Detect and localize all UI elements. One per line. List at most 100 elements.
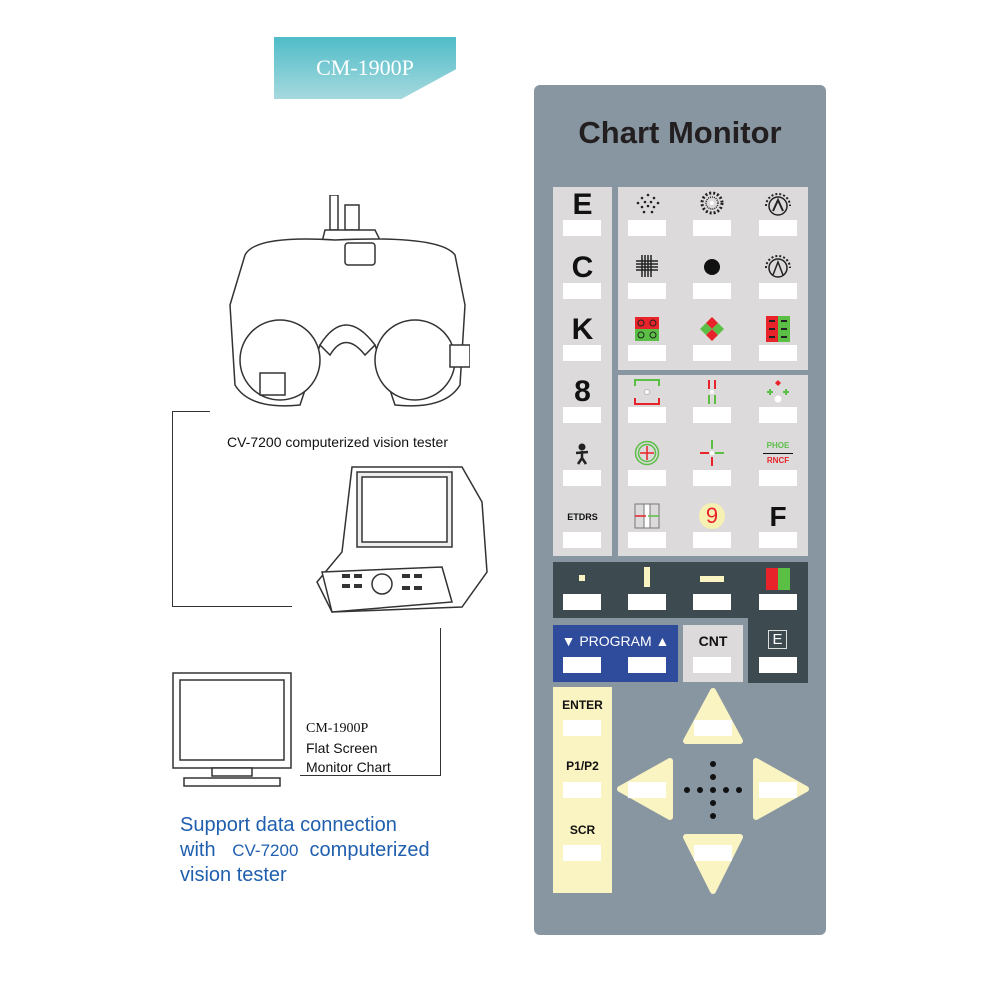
key-red-green-numbers[interactable] [759, 345, 797, 361]
vertical-lines-icon [708, 380, 716, 404]
astigmatism-dial-a-icon [765, 193, 791, 216]
program-down-button[interactable] [563, 657, 601, 673]
key-diamond-numbers[interactable] [693, 345, 731, 361]
fixation-box-icon [634, 379, 660, 405]
optotype-8-label: 8 [574, 375, 591, 408]
key-worth-dots[interactable] [759, 407, 797, 423]
optotype-column [553, 187, 612, 556]
child-figure-icon [575, 443, 589, 465]
optotype-c-label: C [571, 251, 594, 284]
etdrs-label: ETDRS [567, 512, 598, 522]
diamond-numbers-icon [700, 317, 724, 341]
key-astigmatism-a[interactable] [759, 220, 797, 236]
panel-title: Chart Monitor [578, 115, 782, 150]
key-number-nine[interactable] [693, 532, 731, 548]
monitor-caption-line2: Flat Screen [306, 740, 378, 756]
support-with: with [180, 839, 216, 861]
key-clock-dial[interactable] [693, 220, 731, 236]
key-k[interactable] [563, 345, 601, 361]
connector-line [172, 411, 173, 607]
program-up-button[interactable] [628, 657, 666, 673]
down-button[interactable] [694, 845, 732, 861]
astigmatism-dial-b-icon [765, 255, 791, 278]
support-text: Support data connection with CV-7200 com… [180, 813, 430, 888]
binocular-balance-icon [634, 503, 660, 529]
key-fixation-box[interactable] [628, 407, 666, 423]
rncf-label: RNCF [766, 456, 790, 465]
dot-icon [704, 259, 720, 275]
connector-line [172, 411, 210, 412]
support-line3: vision tester [180, 864, 287, 886]
phoe-label: PHOE [766, 441, 790, 450]
key-binocular-balance[interactable] [628, 532, 666, 548]
program-label: ▼ PROGRAM ▲ [561, 633, 670, 649]
key-cross-fixation[interactable] [693, 470, 731, 486]
support-line1: Support data connection [180, 814, 397, 836]
circle-cross-icon [634, 440, 660, 466]
monitor-model: CM-1900P [306, 721, 369, 736]
horizontal-slit-icon [700, 576, 724, 582]
key-circle-cross[interactable] [628, 470, 666, 486]
red-green-numbers-icon [766, 316, 790, 342]
key-small-aperture[interactable] [563, 594, 601, 610]
cnt-button[interactable] [693, 657, 731, 673]
left-button[interactable] [628, 782, 666, 798]
key-phoe-rncf[interactable] [759, 470, 797, 486]
cnt-label: CNT [698, 633, 728, 649]
enter-button[interactable] [563, 720, 601, 736]
p1p2-button[interactable] [563, 782, 601, 798]
key-c[interactable] [563, 283, 601, 299]
model-banner: CM-1900P [274, 37, 456, 99]
key-grid[interactable] [628, 283, 666, 299]
key-red-green[interactable] [759, 594, 797, 610]
key-horizontal-slit[interactable] [693, 594, 731, 610]
grid-icon [636, 255, 658, 277]
enter-label: ENTER [562, 698, 603, 712]
e-block [748, 617, 808, 683]
key-dot-pattern[interactable] [628, 220, 666, 236]
vision-tester-caption: CV-7200 computerized vision tester [227, 434, 448, 450]
key-e[interactable] [563, 220, 601, 236]
red-green-circles-icon [635, 317, 659, 341]
monitor-image [172, 672, 292, 787]
dot-pattern-icon [636, 193, 660, 214]
p1p2-label: P1/P2 [566, 759, 599, 773]
support-line2: with CV-7200 computerized [180, 838, 430, 863]
key-vertical-slit[interactable] [628, 594, 666, 610]
vertical-slit-icon [644, 567, 650, 587]
connector-line [172, 606, 292, 607]
connector-line [300, 775, 441, 776]
key-dot[interactable] [693, 283, 731, 299]
letter-f-label: F [769, 501, 787, 532]
key-astigmatism-b[interactable] [759, 283, 797, 299]
support-model: CV-7200 [232, 841, 299, 860]
small-aperture-icon [579, 575, 585, 581]
number-nine-label: 9 [699, 503, 725, 529]
phoe-rncf-divider [763, 453, 793, 454]
optotype-k-label: K [571, 313, 594, 346]
center-dots-icon [684, 761, 742, 819]
connector-line [440, 628, 441, 776]
scr-label: SCR [569, 823, 596, 837]
optotype-e-label: E [572, 188, 593, 221]
scr-button[interactable] [563, 845, 601, 861]
cross-fixation-icon [700, 440, 724, 466]
control-unit-image [316, 466, 488, 613]
support-computerized: computerized [309, 839, 430, 861]
key-child[interactable] [563, 470, 601, 486]
key-8[interactable] [563, 407, 601, 423]
up-button[interactable] [694, 720, 732, 736]
program-text: PROGRAM [579, 633, 652, 649]
red-filter-icon [766, 568, 778, 590]
key-vertical-lines[interactable] [693, 407, 731, 423]
key-red-green-circles[interactable] [628, 345, 666, 361]
e-label: E [768, 630, 787, 649]
worth-dots-icon [767, 380, 789, 403]
right-button[interactable] [759, 782, 797, 798]
clock-dial-icon [700, 191, 724, 215]
e-button[interactable] [759, 657, 797, 673]
monitor-caption-line3: Monitor Chart [306, 759, 391, 775]
vision-tester-image [229, 195, 470, 407]
key-letter-f[interactable] [759, 532, 797, 548]
key-etdrs[interactable] [563, 532, 601, 548]
